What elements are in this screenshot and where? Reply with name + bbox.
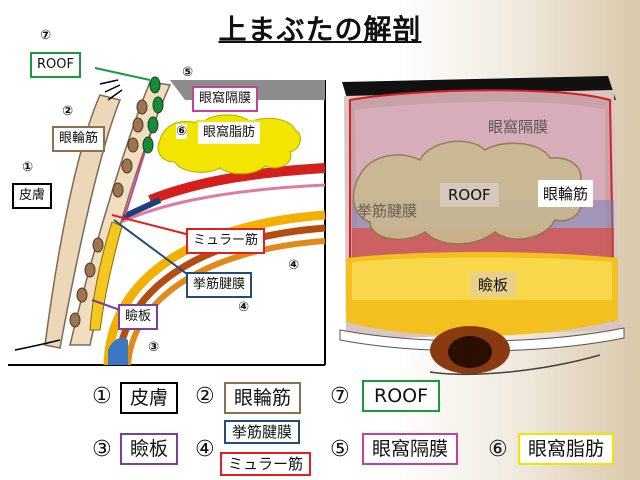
- tarsus-label: 瞼板: [118, 304, 159, 330]
- label-number-4-upper: ④: [288, 258, 300, 273]
- right-levator-aponeurosis-text: 挙筋腱膜: [357, 202, 418, 220]
- legend-number-2: ②: [195, 384, 215, 409]
- skin-label: 皮膚: [12, 183, 53, 209]
- right-roof-text: ROOF: [440, 183, 499, 207]
- levator-aponeurosis-label: 挙筋腱膜: [186, 272, 253, 298]
- label-number-5: ⑤: [182, 65, 194, 80]
- label-number-2: ②: [62, 104, 74, 119]
- orbicularis-label: 眼輪筋: [52, 126, 106, 152]
- legend-orbicularis: 眼輪筋: [224, 382, 302, 414]
- orbital-septum-label: 眼窩隔膜: [192, 86, 259, 112]
- page-title: 上まぶたの解剖: [218, 13, 422, 46]
- right-tarsus-text: 瞼板: [470, 272, 517, 297]
- label-number-6: ⑥: [176, 124, 188, 139]
- roof-label: ROOF: [30, 52, 81, 78]
- legend-muller-muscle: ミュラー筋: [220, 452, 312, 476]
- label-number-1: ①: [22, 160, 34, 175]
- label-number-3: ③: [148, 340, 160, 355]
- label-number-4-lower: ④: [238, 300, 250, 315]
- legend-number-4: ④: [195, 437, 215, 462]
- legend-tarsus: 瞼板: [120, 433, 179, 465]
- muller-muscle-label: ミュラー筋: [186, 228, 266, 254]
- legend-number-1: ①: [92, 384, 112, 409]
- legend-number-6: ⑥: [488, 437, 508, 462]
- legend-roof: ROOF: [362, 380, 441, 412]
- legend-orbital-fat: 眼窩脂肪: [518, 433, 615, 465]
- legend-number-7: ⑦: [330, 384, 350, 409]
- orbital-fat-label: 眼窩脂肪: [196, 120, 263, 146]
- legend-skin: 皮膚: [120, 382, 179, 414]
- legend-number-3: ③: [92, 437, 112, 462]
- legend-levator-aponeurosis: 挙筋腱膜: [224, 420, 301, 444]
- legend-orbital-septum: 眼窩隔膜: [362, 433, 459, 465]
- right-orbicularis-text: 眼輪筋: [538, 180, 594, 207]
- right-orbital-septum-text: 眼窩隔膜: [488, 118, 549, 136]
- legend-number-5: ⑤: [330, 437, 350, 462]
- label-number-7: ⑦: [40, 28, 52, 43]
